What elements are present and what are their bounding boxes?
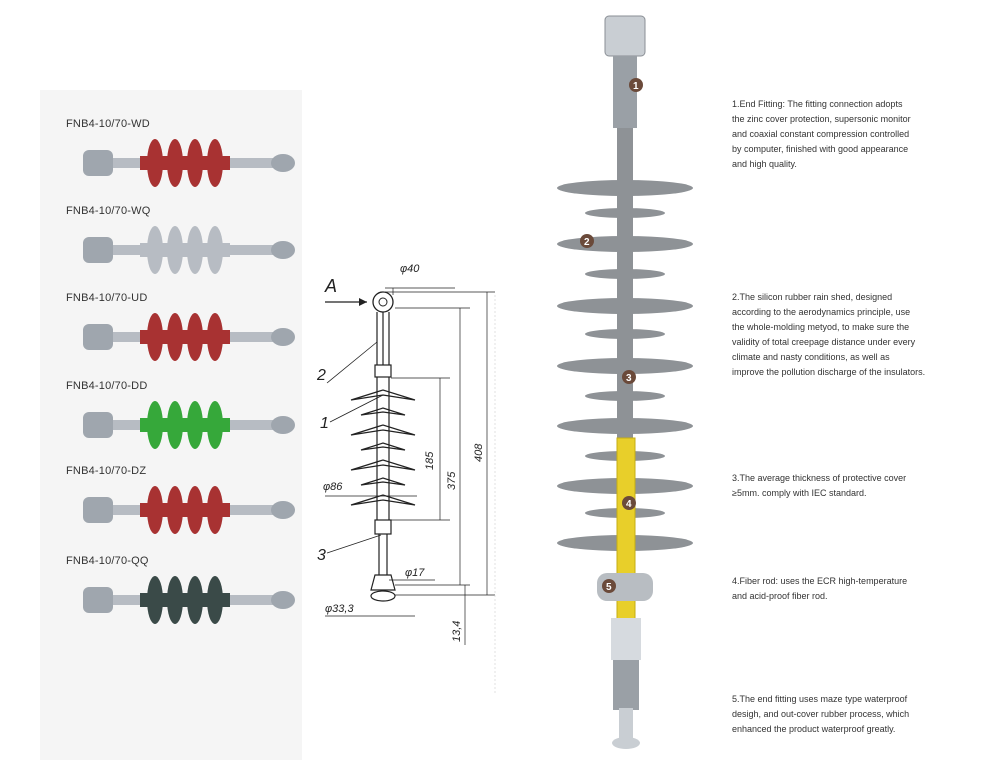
product-model-label: FNB4-10/70-DD — [66, 380, 148, 392]
product-model-label: FNB4-10/70-UD — [66, 292, 148, 304]
description-line: ≥5mm. comply with IEC standard. — [732, 488, 867, 498]
description-block: 1.End Fitting: The fitting connection ad… — [732, 97, 982, 172]
view-label: A — [324, 276, 337, 296]
description-block: 2.The silicon rubber rain shed, designed… — [732, 290, 982, 380]
dim-13-label: 13,4 — [451, 621, 463, 642]
product-image — [83, 226, 295, 274]
product-image — [83, 486, 295, 534]
badge-4: 4 — [622, 496, 636, 510]
bottom-pin — [619, 708, 633, 738]
description-line: validity of total creepage distance unde… — [732, 337, 916, 347]
svg-text:2: 2 — [584, 237, 590, 248]
bottom-sleeve — [611, 618, 641, 660]
dim-408-label: 408 — [473, 443, 485, 462]
description-block: 3.The average thickness of protective co… — [732, 471, 982, 501]
dim-eye-label: φ40 — [400, 263, 420, 275]
svg-text:1: 1 — [633, 81, 639, 92]
badge-2: 2 — [580, 234, 594, 248]
view-arrowhead — [359, 298, 367, 306]
svg-text:3: 3 — [626, 373, 632, 384]
description-line: by computer, finished with good appearan… — [732, 144, 909, 154]
bottom-stem — [613, 660, 639, 710]
svg-text:5: 5 — [606, 582, 612, 593]
badge-1: 1 — [629, 78, 643, 92]
badge-3: 3 — [622, 370, 636, 384]
description-line: and acid-proof fiber rod. — [732, 591, 828, 601]
description-line: according to the aerodynamics principle,… — [732, 307, 911, 317]
dim-185-label: 185 — [424, 451, 436, 470]
product-image — [83, 576, 295, 624]
description-block: 5.The end fitting uses maze type waterpr… — [732, 692, 982, 737]
part-label-3: 3 — [317, 547, 326, 564]
description-line: and coaxial constant compression control… — [732, 129, 910, 139]
eye-hole — [378, 297, 388, 307]
description-line: 3.The average thickness of protective co… — [732, 473, 907, 483]
shed-stack — [350, 364, 416, 602]
product-model-label: FNB4-10/70-QQ — [66, 555, 149, 567]
product-model-label: FNB4-10/70-WD — [66, 118, 150, 130]
product-image — [83, 139, 295, 187]
dim-375-label: 375 — [446, 471, 458, 490]
eye-fitting — [372, 291, 394, 313]
description-line: 4.Fiber rod: uses the ECR high-temperatu… — [732, 576, 908, 586]
description-line: desigh, and out-cover rubber process, wh… — [732, 709, 910, 719]
dim-shed-label: φ86 — [323, 481, 343, 493]
top-stem — [613, 56, 637, 128]
description-line: enhanced the product waterproof greatly. — [732, 724, 896, 734]
svg-text:4: 4 — [626, 499, 632, 510]
description-line: the zinc cover protection, supersonic mo… — [732, 114, 911, 124]
technical-drawing: A φ40 2 1 3 φ86 φ17 φ33,3 — [316, 263, 496, 695]
description-line: 5.The end fitting uses maze type waterpr… — [732, 694, 908, 704]
description-line: and high quality. — [732, 159, 797, 169]
description-line: 2.The silicon rubber rain shed, designed — [732, 292, 893, 302]
description-line: 1.End Fitting: The fitting connection ad… — [732, 99, 903, 109]
bottom-cap — [612, 737, 640, 749]
description-line: the whole-molding metyod, to make sure t… — [732, 322, 910, 332]
product-image — [83, 313, 295, 361]
top-end-fitting — [604, 15, 646, 57]
part-label-2: 2 — [316, 367, 326, 384]
badge-5: 5 — [602, 579, 616, 593]
product-model-label: FNB4-10/70-DZ — [66, 465, 147, 477]
product-model-label: FNB4-10/70-WQ — [66, 205, 151, 217]
description-line: improve the pollution discharge of the i… — [732, 367, 926, 377]
product-image — [83, 401, 295, 449]
insulator-photo: 1 2 3 4 5 — [557, 15, 693, 749]
dim-base-label: φ33,3 — [325, 603, 354, 615]
description-block: 4.Fiber rod: uses the ECR high-temperatu… — [732, 574, 982, 604]
dim-rod-label: φ17 — [405, 567, 425, 579]
part-label-1: 1 — [320, 415, 329, 432]
description-line: climate and nasty conditions, as well as — [732, 352, 890, 362]
